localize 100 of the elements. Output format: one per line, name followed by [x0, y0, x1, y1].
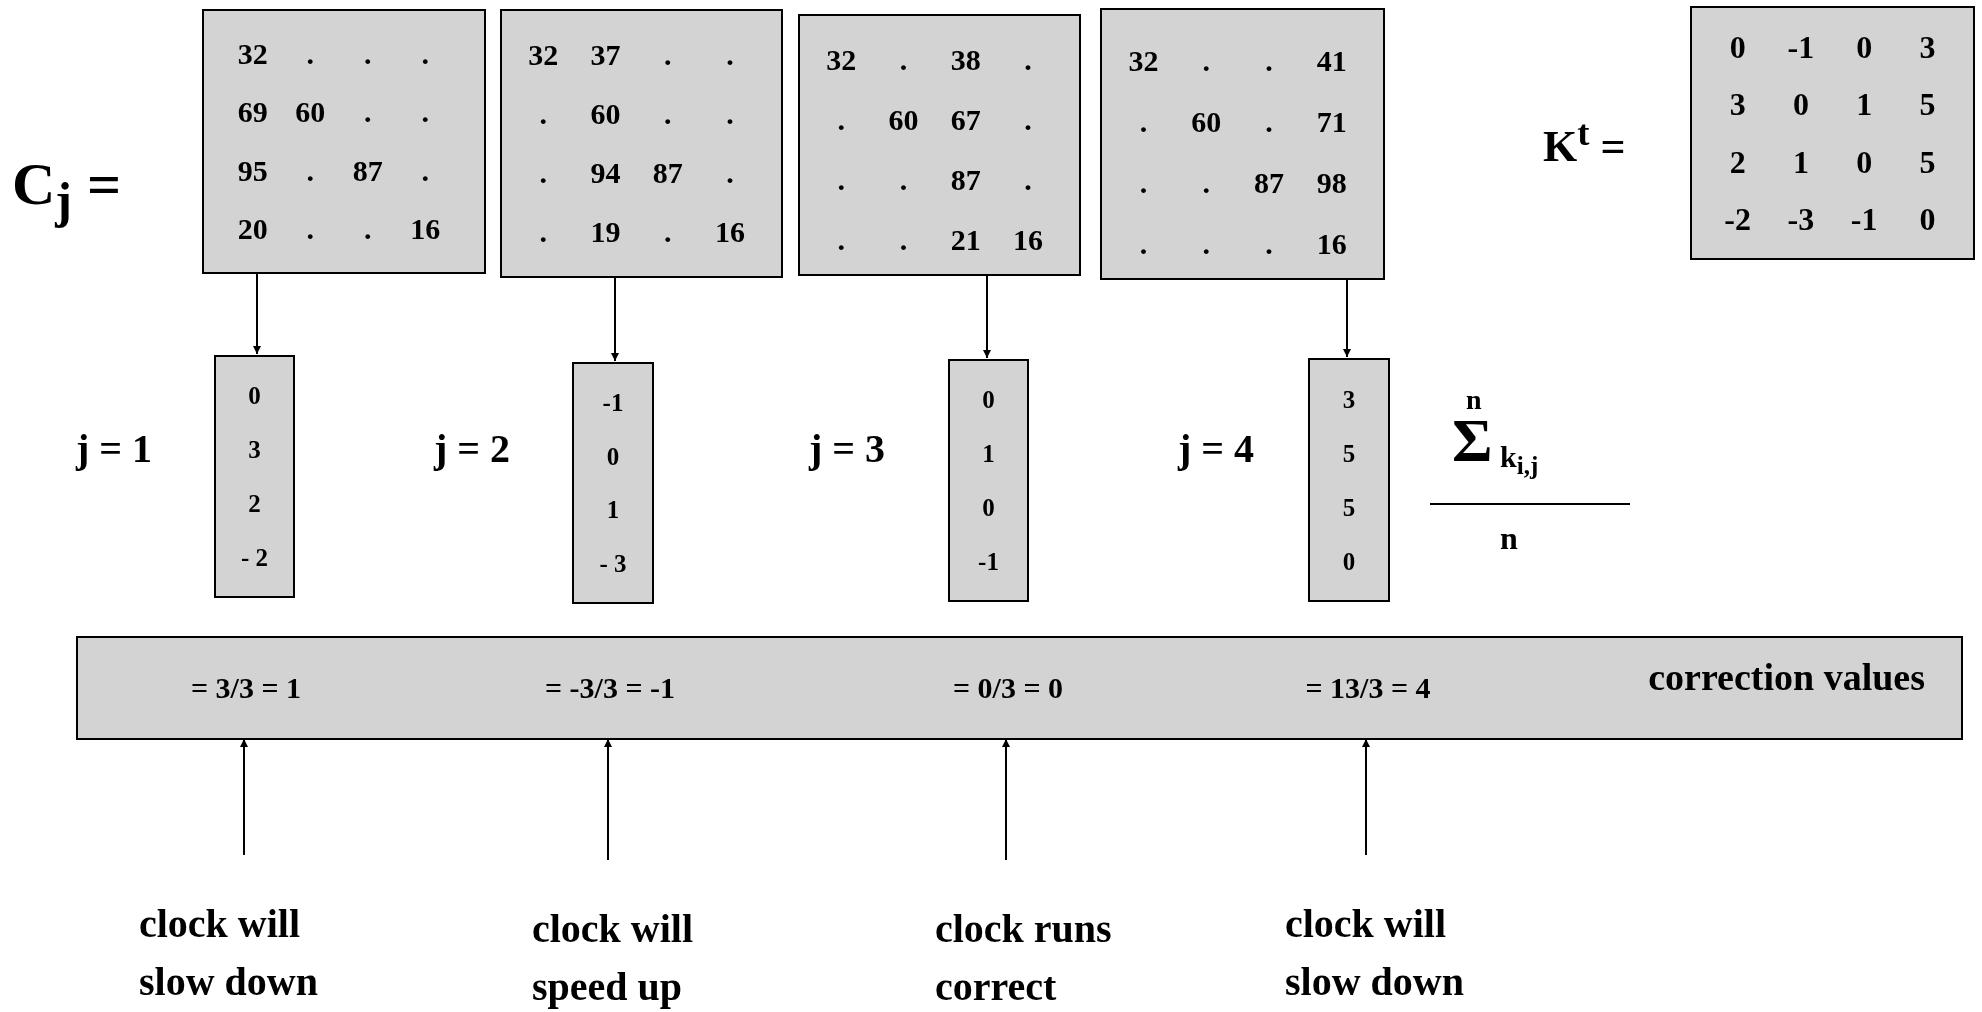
matrix-entry: 2	[1729, 145, 1746, 178]
vector-entry: 0	[1342, 548, 1356, 574]
matrix-entry: .	[1139, 167, 1148, 198]
vector-entry: 1	[982, 441, 995, 467]
matrix-entry: 87	[352, 155, 383, 186]
matrix-entry: 71	[1316, 106, 1347, 137]
matrix-box	[798, 14, 1081, 276]
annotation-text: clock will speed up	[532, 900, 752, 1012]
matrix-entry: .	[899, 45, 908, 75]
matrix-entry: 16	[410, 213, 441, 244]
index-label: j = 4	[1178, 426, 1255, 472]
matrix-entry: .	[1024, 165, 1032, 195]
matrix-entry: 3	[1729, 88, 1746, 121]
matrix-entry: -3	[1787, 203, 1815, 236]
index-label: j = 2	[434, 426, 511, 472]
matrix-entry: .	[421, 39, 429, 70]
matrix-entry: 21	[950, 225, 981, 255]
matrix-entry: .	[364, 97, 372, 128]
correction-value: = 13/3 = 4	[1305, 671, 1431, 705]
index-label: j = 3	[809, 426, 886, 472]
matrix-entry: 60	[1191, 106, 1222, 137]
matrix-entry: .	[364, 213, 372, 244]
vector-entry: 0	[606, 443, 620, 469]
matrix-entry: 32	[1128, 45, 1159, 76]
matrix-entry: 87	[950, 165, 981, 195]
vector-entry: 3	[1342, 386, 1356, 412]
index-label: j = 1	[76, 426, 153, 472]
matrix-entry: .	[1024, 45, 1032, 75]
arrow	[1343, 279, 1351, 358]
matrix-entry: 20	[237, 213, 268, 244]
matrix-entry: .	[1024, 105, 1032, 135]
vector-box	[214, 355, 295, 598]
matrix-entry: .	[837, 225, 845, 255]
matrix-entry: 98	[1316, 167, 1347, 198]
matrix-box	[1100, 8, 1385, 280]
matrix-entry: .	[837, 165, 845, 195]
matrix-entry: 69	[237, 97, 268, 128]
matrix-entry: .	[1202, 228, 1210, 259]
result-band	[76, 636, 1963, 740]
matrix-entry: .	[899, 165, 908, 195]
vector-entry: 5	[1342, 494, 1356, 520]
vector-entry: 0	[982, 494, 995, 520]
correction-value: = -3/3 = -1	[545, 671, 675, 705]
matrix-entry: 32	[237, 39, 268, 70]
vector-entry: 0	[982, 387, 995, 413]
vector-entry: 1	[606, 497, 620, 523]
correction-value: = 3/3 = 1	[191, 671, 301, 705]
arrow	[983, 275, 991, 359]
matrix-entry: 0	[1856, 145, 1873, 178]
matrix-entry: .	[306, 213, 314, 244]
matrix-entry: .	[1265, 45, 1273, 76]
matrix-entry: .	[421, 97, 429, 128]
matrix-entry: -2	[1724, 203, 1751, 236]
vector-box	[1308, 358, 1390, 602]
matrix-entry: .	[663, 98, 672, 129]
matrix-entry: .	[539, 98, 547, 129]
vector-entry: -1	[602, 390, 624, 416]
matrix-entry: .	[1265, 106, 1273, 137]
annotation-text: clock runs correct	[935, 900, 1155, 1012]
matrix-entry: 32	[826, 45, 857, 75]
matrix-entry: 0	[1729, 30, 1746, 63]
matrix-entry: .	[421, 155, 429, 186]
sum-term: k$_{i,j}$	[1500, 440, 1539, 481]
vector-entry: -1	[978, 548, 999, 574]
matrix-entry: .	[663, 217, 672, 248]
matrix-entry: .	[1202, 45, 1210, 76]
matrix-box	[1690, 6, 1975, 260]
matrix-entry: .	[837, 105, 845, 135]
matrix-entry: 95	[237, 155, 268, 186]
matrix-entry: 37	[590, 39, 621, 70]
arrow	[611, 277, 619, 362]
matrix-entry: .	[726, 158, 734, 189]
vector-entry: 5	[1342, 440, 1356, 466]
annotation-text: clock will slow down	[1285, 895, 1505, 1011]
matrix-entry: .	[899, 225, 908, 255]
arrow	[1362, 738, 1370, 856]
matrix-box	[202, 9, 486, 274]
matrix-entry: 1	[1792, 145, 1809, 178]
matrix-entry: 32	[528, 39, 559, 70]
arrow	[604, 738, 612, 861]
matrix-entry: .	[306, 39, 314, 70]
matrix-entry: .	[539, 217, 547, 248]
matrix-entry: .	[539, 158, 547, 189]
matrix-entry: .	[1139, 106, 1148, 137]
vector-box	[948, 359, 1029, 602]
arrow	[240, 738, 248, 856]
vector-entry: 0	[248, 383, 261, 409]
matrix-name: K$^{t}$ =	[1543, 112, 1626, 173]
vector-entry: - 2	[240, 544, 269, 570]
matrix-entry: 60	[888, 105, 919, 135]
matrix-entry: 3	[1919, 30, 1936, 63]
matrix-entry: 41	[1316, 45, 1347, 76]
matrix-entry: .	[1202, 167, 1210, 198]
matrix-entry: 38	[950, 45, 981, 75]
vector-box	[572, 362, 654, 604]
matrix-entry: 60	[590, 98, 621, 129]
matrix-entry: 0	[1856, 30, 1873, 63]
matrix-entry: 16	[1316, 228, 1347, 259]
matrix-entry: .	[1139, 228, 1148, 259]
matrix-entry: 67	[950, 105, 981, 135]
